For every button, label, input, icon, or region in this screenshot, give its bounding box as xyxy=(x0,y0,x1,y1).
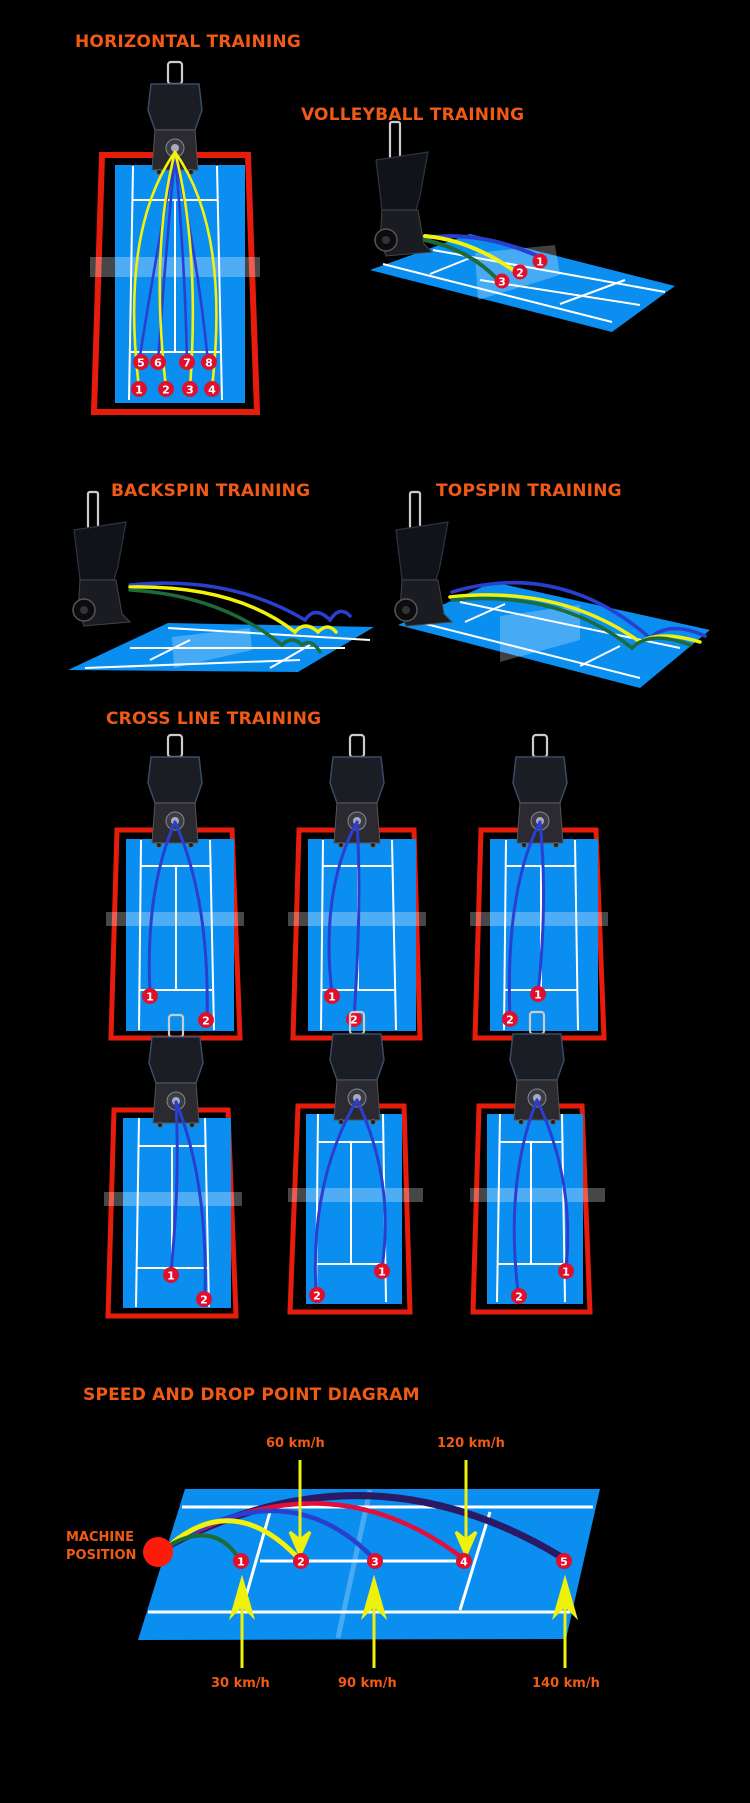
cross-line-court-5: 1 2 xyxy=(287,1010,423,1315)
court1-marker-2: 2 xyxy=(202,1015,210,1028)
court5-marker-2: 2 xyxy=(313,1290,321,1303)
horizontal-training-diagram: 5 6 7 8 1 2 3 4 xyxy=(90,60,261,415)
horizontal-drop-markers: 5 6 7 8 1 2 3 4 xyxy=(131,354,220,397)
volleyball-training-diagram: 1 2 3 xyxy=(370,120,675,332)
horizontal-training-title: HORIZONTAL TRAINING xyxy=(75,32,301,52)
marker-3: 3 xyxy=(186,384,194,397)
marker-6: 6 xyxy=(154,357,162,370)
cross-line-court-3: 1 2 xyxy=(470,733,608,1041)
speed-marker-3: 3 xyxy=(371,1556,379,1569)
marker-5: 5 xyxy=(137,357,145,370)
machine-position-label-line2: POSITION xyxy=(66,1548,137,1563)
speed-label-90: 90 km/h xyxy=(338,1676,397,1691)
court4-marker-2: 2 xyxy=(200,1294,208,1307)
court2-marker-2: 2 xyxy=(350,1014,358,1027)
court6-marker-2: 2 xyxy=(515,1291,523,1304)
machine-position-dot xyxy=(143,1537,173,1567)
speed-drop-point-diagram: 1 2 3 4 5 xyxy=(138,1460,600,1668)
speed-drop-point-title: SPEED AND DROP POINT DIAGRAM xyxy=(83,1385,420,1405)
volleyball-marker-3: 3 xyxy=(498,276,506,289)
cross-line-court-6: 1 2 xyxy=(470,1010,605,1315)
volleyball-marker-1: 1 xyxy=(536,256,544,269)
cross-line-training-diagrams: 1 2 1 2 xyxy=(104,733,608,1319)
topspin-training-diagram xyxy=(393,490,710,688)
cross-line-court-1: 1 2 xyxy=(106,733,244,1041)
court6-marker-1: 1 xyxy=(562,1266,570,1279)
court4-marker-1: 1 xyxy=(167,1270,175,1283)
speed-label-140: 140 km/h xyxy=(532,1676,600,1691)
speed-marker-5: 5 xyxy=(560,1556,568,1569)
volleyball-marker-2: 2 xyxy=(516,267,524,280)
cross-line-court-2: 1 2 xyxy=(288,733,426,1041)
speed-marker-2: 2 xyxy=(297,1556,305,1569)
marker-8: 8 xyxy=(205,357,213,370)
cross-line-court-4: 1 2 xyxy=(104,1013,242,1319)
backspin-training-title: BACKSPIN TRAINING xyxy=(111,481,311,501)
cross-line-training-title: CROSS LINE TRAINING xyxy=(106,709,322,729)
speed-label-120: 120 km/h xyxy=(437,1436,505,1451)
net-band xyxy=(90,257,260,277)
machine-position-label-line1: MACHINE xyxy=(66,1530,135,1545)
marker-2: 2 xyxy=(162,384,170,397)
court3-marker-2: 2 xyxy=(506,1014,514,1027)
topspin-training-title: TOPSPIN TRAINING xyxy=(436,481,622,501)
speed-marker-4: 4 xyxy=(460,1556,468,1569)
court5-marker-1: 1 xyxy=(378,1266,386,1279)
court2-marker-1: 1 xyxy=(328,991,336,1004)
volleyball-training-title: VOLLEYBALL TRAINING xyxy=(301,105,525,125)
court1-marker-1: 1 xyxy=(146,991,154,1004)
speed-marker-1: 1 xyxy=(237,1556,245,1569)
backspin-training-diagram xyxy=(68,490,374,672)
marker-4: 4 xyxy=(208,384,216,397)
speed-label-60: 60 km/h xyxy=(266,1436,325,1451)
marker-1: 1 xyxy=(135,384,143,397)
marker-7: 7 xyxy=(183,357,191,370)
court3-marker-1: 1 xyxy=(534,989,542,1002)
speed-label-30: 30 km/h xyxy=(211,1676,270,1691)
